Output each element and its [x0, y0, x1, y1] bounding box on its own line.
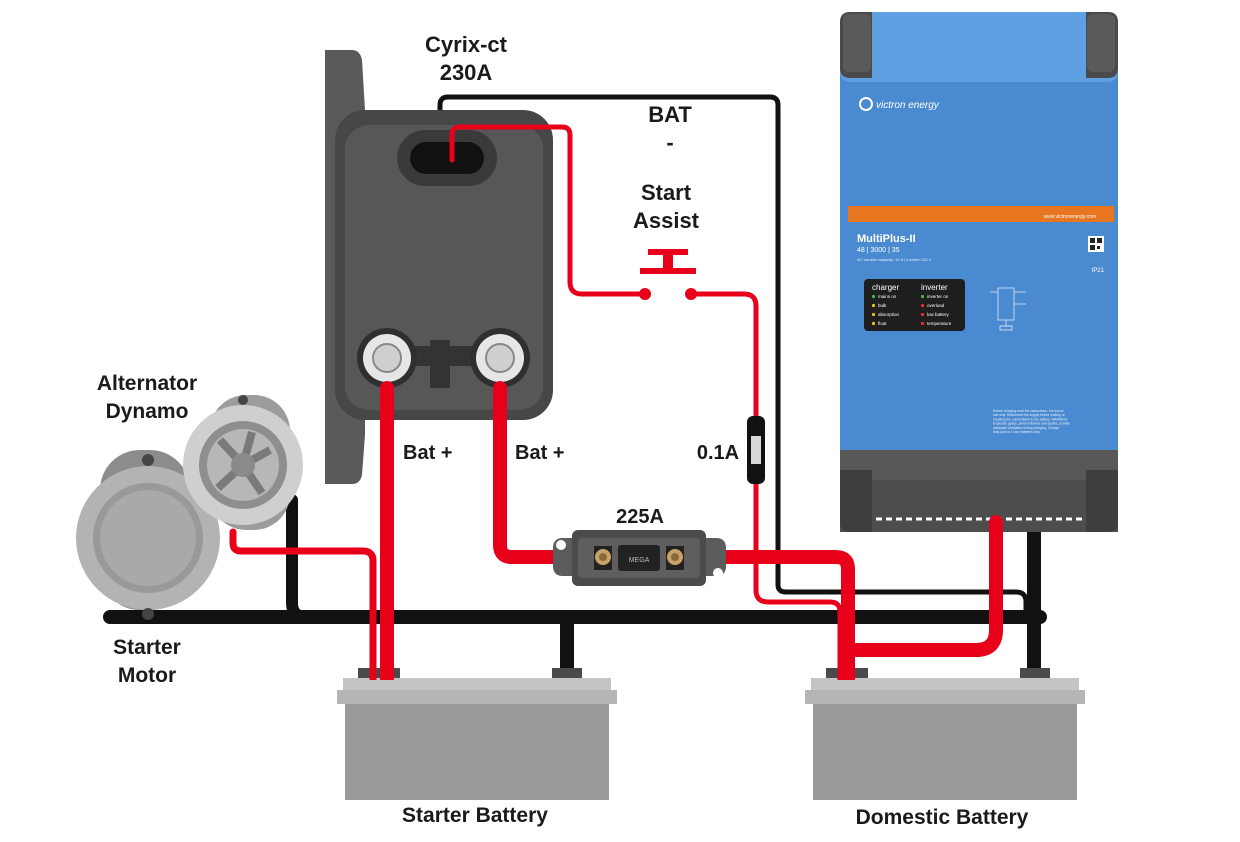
brand-text: victron energy	[876, 100, 940, 111]
status-led	[920, 303, 925, 308]
small-fuse-label: 0.1A	[697, 442, 739, 464]
mega-fuse: MEGA	[553, 530, 726, 586]
mega-fuse-element	[618, 545, 660, 571]
small-inline-fuse	[747, 416, 765, 484]
cyrix-label-line1: Cyrix-ct	[425, 32, 508, 57]
fuse-to-domestic-battery-wire	[669, 550, 855, 685]
alternator	[183, 395, 303, 530]
model-text: MultiPlus-II	[857, 233, 916, 245]
led-label: temperature	[927, 321, 952, 326]
cyrix-ct	[325, 50, 553, 484]
starter-motor-label-line2: Motor	[118, 664, 176, 687]
led-panel	[864, 279, 965, 331]
charger-title: charger	[872, 283, 899, 292]
start-assist-positive-wire	[688, 291, 843, 681]
alternator-negative-wire	[286, 494, 312, 623]
start-assist-label-line2: Assist	[633, 208, 700, 233]
led-label: bulk	[878, 303, 887, 308]
website-text: www.victronenergy.com	[1044, 214, 1096, 220]
spec-sub-text: AC transfer capacity: 32 A | Inverter 23…	[857, 257, 932, 262]
led-label: overload	[927, 303, 945, 308]
starter-motor-bolt-bottom	[142, 608, 154, 620]
inverter-schematic	[990, 287, 1026, 331]
rating-text: IP21	[1092, 268, 1105, 274]
starter-motor	[76, 450, 220, 620]
cyrix-control-positive-wire	[449, 124, 648, 297]
negative-wires	[103, 94, 1047, 687]
domestic-battery-body	[813, 704, 1077, 800]
cyrix-label-line2: 230A	[440, 60, 493, 85]
starter-battery-body	[345, 704, 609, 800]
battery-positive-leads	[369, 660, 855, 680]
status-led	[920, 312, 925, 317]
cyrix-terminal-left	[357, 328, 417, 388]
bat-plus-left-label: Bat +	[403, 442, 452, 464]
starter-battery	[337, 668, 617, 800]
led-label: absorption	[878, 312, 900, 317]
alternator-positive-wire	[229, 528, 377, 682]
starter-motor-label-line1: Starter	[113, 636, 181, 659]
domestic-battery-label: Domestic Battery	[856, 806, 1029, 829]
starter-motor-bolt-top	[142, 454, 154, 466]
spec-text: 48 | 3000 | 35	[857, 247, 900, 254]
bat-minus-label-line2: -	[666, 130, 673, 155]
led-rows: mains on bulk absorption float inverter on ov…	[871, 294, 952, 326]
led-label: inverter on	[927, 294, 949, 299]
alternator-label-line2: Dynamo	[106, 400, 189, 423]
cyrix-to-fuse-wire	[493, 381, 607, 564]
mega-fuse-body-text: MEGA	[629, 557, 650, 564]
status-led	[871, 312, 876, 317]
led-label: low battery	[927, 312, 950, 317]
victron-logo: victron energy	[859, 97, 940, 111]
cyrix-terminal-right	[470, 328, 530, 388]
inverter-title: inverter	[921, 283, 948, 292]
status-led	[920, 294, 925, 299]
status-led	[871, 321, 876, 326]
bat-plus-right-label: Bat +	[515, 442, 564, 464]
start-assist-switch[interactable]	[639, 249, 697, 300]
cyrix-control-connector	[410, 142, 484, 174]
inverter-positive-wire	[845, 515, 1003, 657]
led-label: float	[878, 321, 887, 326]
mega-fuse-terminal-right	[666, 546, 684, 570]
bat-minus-label-line1: BAT	[648, 102, 692, 127]
cyrix-bat-negative-wire	[437, 94, 1029, 618]
status-led	[871, 294, 876, 299]
positive-wires	[229, 124, 1003, 685]
inverter-body	[840, 12, 1118, 532]
domestic-battery	[805, 668, 1085, 800]
mega-fuse-terminal-left	[594, 546, 612, 570]
multiplus-inverter: victron energy www.victronenergy.com Mul…	[840, 12, 1118, 532]
warning-text: Before charging read the instructions. F…	[993, 409, 1070, 434]
status-led	[871, 303, 876, 308]
status-led	[920, 321, 925, 326]
start-assist-label-line1: Start	[641, 180, 692, 205]
alternator-label-line1: Alternator	[97, 372, 197, 395]
mega-fuse-label: 225A	[616, 506, 664, 528]
inverter-orange-stripe	[848, 206, 1114, 222]
starter-battery-label: Starter Battery	[402, 804, 548, 827]
led-label: mains on	[878, 294, 897, 299]
